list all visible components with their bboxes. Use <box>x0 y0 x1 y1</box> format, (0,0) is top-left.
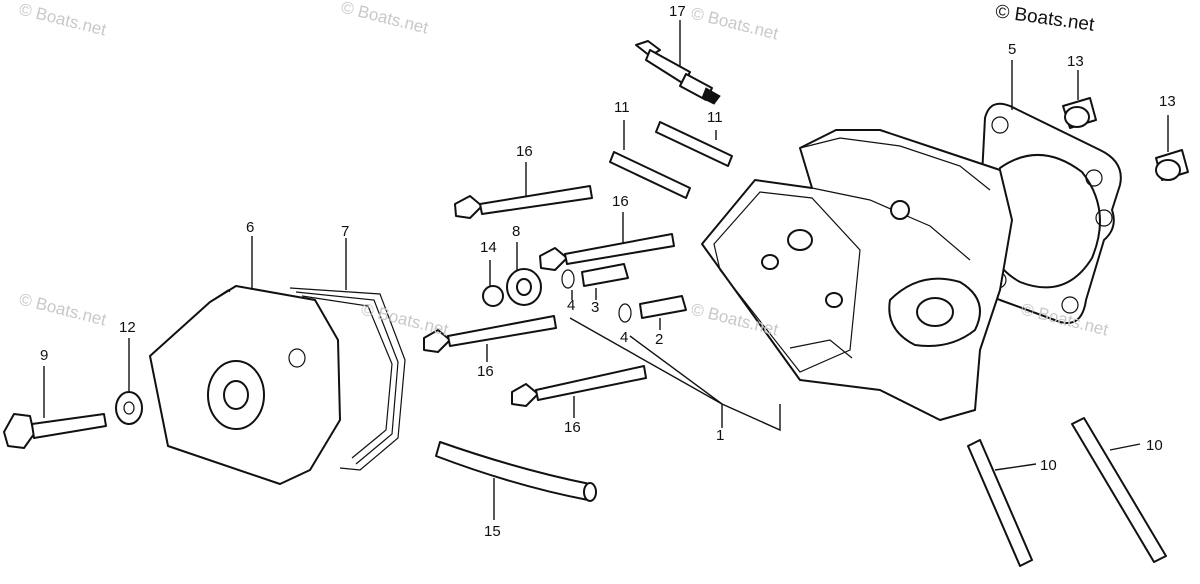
callout-2: 2 <box>655 331 664 348</box>
callout-7: 7 <box>341 223 350 240</box>
bolt-16-lower-part <box>423 315 557 362</box>
callout-11: 11 <box>707 109 723 126</box>
callout-11: 11 <box>614 99 630 116</box>
washer-12-part <box>115 338 143 425</box>
callout-1: 1 <box>716 427 725 444</box>
valve-guide-3-part <box>561 263 629 300</box>
callout-16: 16 <box>612 193 629 210</box>
cover-gasket-part <box>289 238 406 471</box>
callout-6: 6 <box>246 219 255 236</box>
callout-14: 14 <box>480 239 497 256</box>
bolt-16-upper-part <box>454 162 593 219</box>
callout-4: 4 <box>620 329 629 346</box>
valve-guide-2-part <box>618 295 687 330</box>
bolt-16-bottom-part <box>511 365 647 418</box>
leader-lines-1 <box>569 317 781 432</box>
callout-8: 8 <box>512 223 521 240</box>
breather-tube-part <box>435 441 597 520</box>
callout-4: 4 <box>567 297 576 314</box>
cylinder-head-part <box>701 129 1013 428</box>
head-cover-part <box>149 236 341 485</box>
callout-15: 15 <box>484 523 501 540</box>
callout-3: 3 <box>591 299 600 316</box>
callout-13: 13 <box>1067 53 1084 70</box>
callout-17: 17 <box>669 3 686 20</box>
dowel-pin-part <box>1062 70 1189 181</box>
bolt-16-mid-part <box>539 212 675 271</box>
head-gasket-part <box>977 60 1122 324</box>
callout-10: 10 <box>1146 437 1163 454</box>
washer-14-part <box>482 260 504 307</box>
stud-10-left-part <box>967 439 1037 567</box>
bolt-9-part <box>3 366 107 449</box>
spark-plug-part <box>635 20 721 105</box>
stud-10-right-part <box>1071 417 1167 563</box>
stud-11-part <box>609 120 733 199</box>
callout-16: 16 <box>516 143 533 160</box>
callout-10: 10 <box>1040 457 1057 474</box>
callout-12: 12 <box>119 319 136 336</box>
callout-13: 13 <box>1159 93 1176 110</box>
callout-16: 16 <box>477 363 494 380</box>
callout-16: 16 <box>564 419 581 436</box>
seal-8-part <box>506 242 542 306</box>
callout-5: 5 <box>1008 41 1017 58</box>
callout-9: 9 <box>40 347 49 364</box>
